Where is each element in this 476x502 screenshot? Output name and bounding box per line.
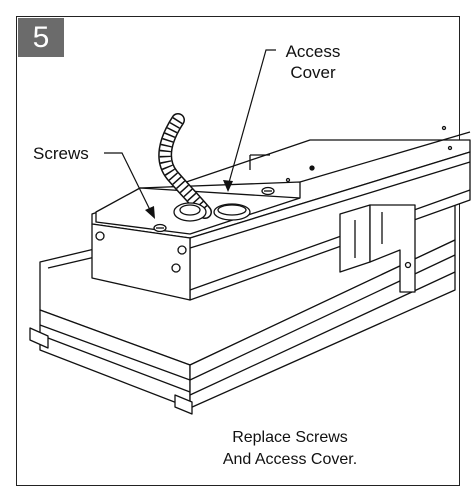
screw-icons [95, 186, 275, 273]
access-cover-callout: Access Cover [270, 41, 356, 83]
screws-callout: Screws [33, 144, 89, 163]
access-cover-arrow-icon [223, 180, 233, 192]
flex-conduit [158, 113, 212, 222]
end-bracket [249, 154, 416, 293]
step-number-badge: 5 [18, 18, 64, 57]
instruction-caption: Replace Screws And Access Cover. [190, 427, 390, 471]
access-cover-leader [227, 49, 276, 187]
access-cover-label-line1: Access [285, 42, 341, 61]
screws-arrow-icon [145, 206, 155, 219]
caption-line2: And Access Cover. [222, 451, 358, 468]
screws-leader [104, 152, 153, 215]
access-cover-label-line2: Cover [290, 63, 336, 82]
caption-line1: Replace Screws [232, 429, 348, 446]
